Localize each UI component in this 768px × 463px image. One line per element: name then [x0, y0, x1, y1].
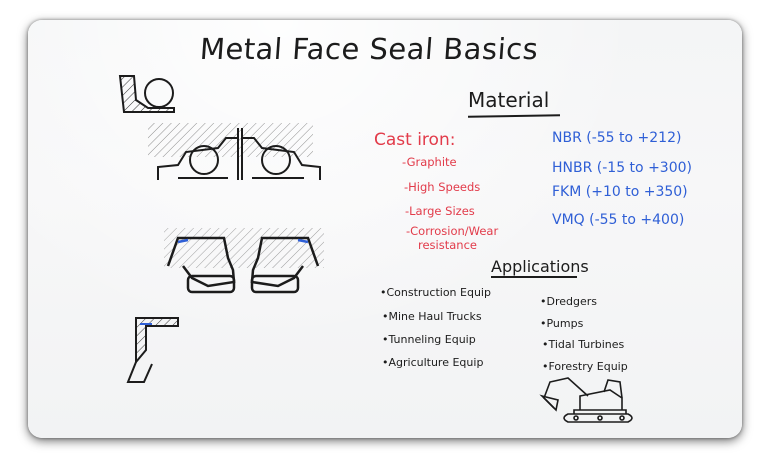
elastomer-item: VMQ (-55 to +400) — [552, 212, 685, 228]
application-item: •Dredgers — [540, 295, 597, 308]
cast-iron-item: resistance — [418, 238, 477, 252]
cast-iron-item: -Graphite — [402, 155, 457, 169]
elastomer-item: HNBR (-15 to +300) — [552, 160, 692, 176]
application-item: •Agriculture Equip — [382, 356, 484, 369]
cast-iron-label: Cast iron: — [374, 130, 456, 150]
cast-iron-item: -Large Sizes — [405, 204, 475, 218]
elastomer-item: NBR (-55 to +212) — [552, 130, 682, 146]
application-item: •Pumps — [540, 317, 584, 330]
application-item: •Construction Equip — [380, 286, 491, 299]
l-bracket-seal-icon — [126, 317, 179, 383]
applications-heading: Applications — [491, 257, 589, 276]
application-item: •Forestry Equip — [542, 360, 628, 373]
application-item: •Tunneling Equip — [382, 333, 476, 346]
whiteboard: Metal Face Seal Basics Material Cast iro… — [28, 20, 742, 438]
cast-iron-item: -Corrosion/Wear — [406, 224, 499, 238]
material-heading: Material — [468, 88, 550, 112]
seal-cross-section-small-icon — [118, 75, 175, 113]
applications-underline — [491, 276, 577, 278]
seal-assembly-bottom-icon — [164, 228, 324, 294]
sketch-layer — [118, 75, 633, 423]
application-item: •Tidal Turbines — [542, 338, 625, 351]
cast-iron-item: -High Speeds — [404, 180, 481, 194]
application-item: •Mine Haul Trucks — [382, 310, 482, 323]
seal-assembly-top-icon — [148, 123, 321, 180]
elastomer-item: FKM (+10 to +350) — [552, 184, 688, 200]
excavator-icon — [539, 377, 633, 423]
